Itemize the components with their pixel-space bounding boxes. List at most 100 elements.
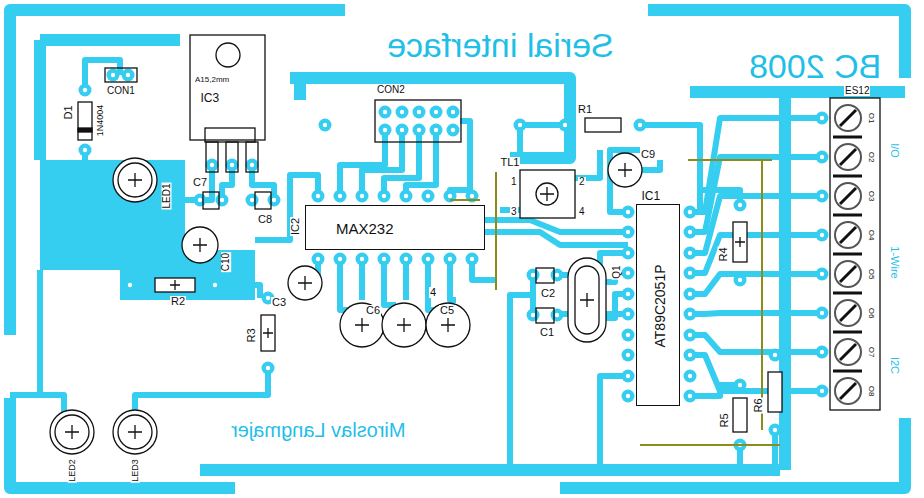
component-marks bbox=[65, 425, 79, 439]
component-outline bbox=[608, 153, 642, 187]
part-label: C8 bbox=[257, 214, 273, 225]
copper-frame bbox=[40, 34, 180, 46]
jumper-wire bbox=[450, 199, 480, 201]
part-label: A15,2mm bbox=[194, 76, 230, 84]
solder-pad bbox=[622, 329, 635, 342]
copper-frame bbox=[294, 78, 306, 100]
copper-trace bbox=[690, 196, 822, 253]
copper-trace bbox=[135, 368, 268, 425]
copper-trace bbox=[600, 376, 628, 470]
solder-pad bbox=[400, 253, 413, 266]
terminal-screw bbox=[840, 188, 856, 204]
terminal-screw bbox=[840, 344, 856, 360]
part-label: 1 bbox=[510, 177, 518, 187]
solder-pad bbox=[622, 206, 635, 219]
solder-pad bbox=[816, 385, 829, 398]
solder-pad bbox=[356, 190, 369, 203]
part-label: C5 bbox=[439, 305, 455, 316]
copper-frame bbox=[690, 86, 905, 98]
solder-pad bbox=[684, 247, 697, 260]
solder-pad bbox=[734, 379, 747, 392]
component-outline bbox=[575, 266, 599, 334]
copper-trace bbox=[690, 385, 740, 396]
terminal-screw bbox=[835, 144, 861, 170]
part-label: CON2 bbox=[376, 85, 406, 95]
solder-pad bbox=[356, 253, 369, 266]
solder-pad bbox=[334, 253, 347, 266]
component-outline bbox=[261, 315, 275, 351]
component-outline bbox=[382, 303, 426, 347]
solder-pad bbox=[527, 309, 540, 322]
solder-pad bbox=[209, 279, 222, 292]
component-outline bbox=[216, 43, 240, 67]
part-label: 1-Wire bbox=[889, 245, 900, 279]
solder-pad bbox=[396, 124, 409, 137]
solder-pad bbox=[551, 309, 564, 322]
part-label: O5 bbox=[867, 268, 875, 281]
copper-trace bbox=[340, 259, 352, 310]
component-outline bbox=[118, 415, 152, 449]
component-marks bbox=[618, 163, 632, 177]
copper-frame bbox=[290, 78, 570, 158]
part-label: IC3 bbox=[200, 92, 221, 104]
solder-pad bbox=[622, 267, 635, 280]
component-marks bbox=[193, 238, 207, 252]
copper-frame bbox=[10, 10, 905, 488]
solder-pad bbox=[413, 124, 426, 137]
part-label: 4 bbox=[429, 287, 437, 298]
terminal-screw bbox=[835, 300, 861, 326]
ic-body: AT89C2051P bbox=[636, 204, 680, 406]
component-outline bbox=[206, 142, 218, 172]
component-outline bbox=[50, 410, 94, 454]
solder-pad bbox=[622, 288, 635, 301]
solder-pad bbox=[769, 349, 782, 362]
part-label: C6 bbox=[365, 305, 381, 316]
solder-pad bbox=[206, 159, 219, 172]
board-id: BC 2008 bbox=[748, 49, 882, 83]
solder-pad bbox=[514, 119, 527, 132]
solder-pad bbox=[379, 124, 392, 137]
solder-pad bbox=[466, 253, 479, 266]
author-name: Miroslav Langmajer bbox=[230, 420, 407, 440]
solder-pad bbox=[444, 253, 457, 266]
solder-pad bbox=[246, 194, 259, 207]
solder-pad bbox=[622, 370, 635, 383]
copper-trace bbox=[690, 335, 822, 352]
terminal-screw bbox=[840, 305, 856, 321]
part-label: 1N4004 bbox=[96, 103, 105, 137]
component-outline bbox=[246, 142, 258, 172]
copper-trace bbox=[510, 295, 533, 470]
board-title: Serial interface bbox=[386, 28, 615, 62]
part-label: O7 bbox=[867, 346, 875, 359]
terminal-screw bbox=[833, 137, 862, 371]
solder-pad bbox=[107, 69, 120, 82]
component-outline bbox=[55, 415, 89, 449]
component-outline bbox=[585, 118, 621, 132]
solder-pad bbox=[684, 349, 697, 362]
terminal-screw bbox=[840, 149, 856, 165]
component-marks bbox=[540, 187, 554, 201]
solder-pad bbox=[262, 362, 275, 375]
solder-pad bbox=[559, 119, 572, 132]
solder-pad bbox=[684, 226, 697, 239]
component-outline bbox=[203, 192, 219, 209]
ic-body: MAX232 bbox=[305, 205, 485, 250]
solder-pad bbox=[622, 349, 635, 362]
solder-pad bbox=[268, 194, 281, 207]
part-label: O3 bbox=[867, 190, 875, 203]
component-outline bbox=[520, 170, 575, 218]
part-label: D1 bbox=[63, 104, 74, 120]
component-outline bbox=[830, 98, 880, 410]
solder-pad bbox=[551, 269, 564, 282]
terminal-screw bbox=[840, 110, 856, 126]
terminal-screw bbox=[840, 383, 856, 399]
terminal-screw bbox=[833, 105, 862, 404]
terminal-screw bbox=[835, 339, 861, 365]
part-label: Q1 bbox=[611, 264, 621, 279]
solder-pad bbox=[194, 194, 207, 207]
part-label: C1 bbox=[539, 327, 555, 338]
copper-trace bbox=[384, 259, 396, 305]
component-outline bbox=[536, 183, 558, 205]
solder-pad bbox=[447, 106, 460, 119]
solder-pad bbox=[684, 206, 697, 219]
